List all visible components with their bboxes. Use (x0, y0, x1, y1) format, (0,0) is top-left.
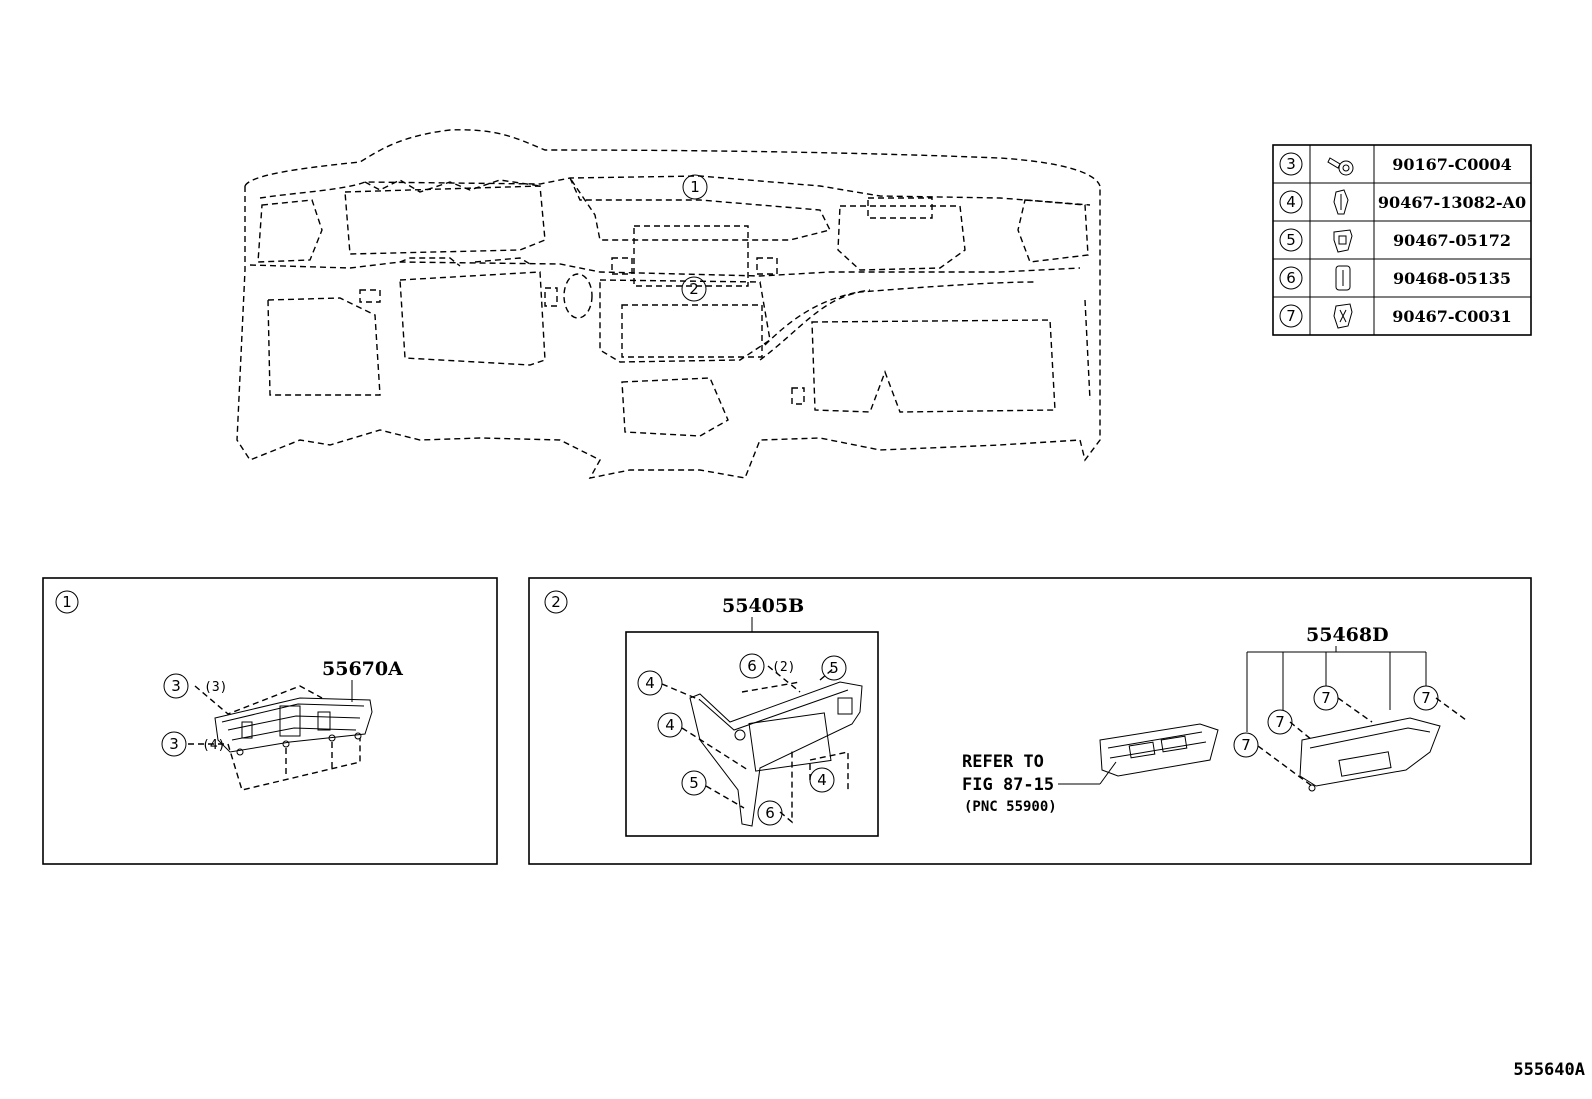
clip-icon (1333, 303, 1353, 329)
overview-callout-1[interactable]: 1 (682, 174, 708, 200)
callout-5[interactable]: 5 (821, 655, 847, 681)
svg-text:1: 1 (690, 178, 700, 196)
svg-text:7: 7 (1321, 689, 1331, 707)
svg-text:(PNC 55900): (PNC 55900) (964, 799, 1057, 815)
svg-text:90467-13082-A0: 90467-13082-A0 (1378, 193, 1526, 212)
trim-bezel[interactable] (1299, 717, 1441, 792)
svg-text:4: 4 (1286, 193, 1296, 211)
svg-text:5: 5 (689, 774, 699, 792)
svg-text:3: 3 (1286, 155, 1296, 173)
table-row[interactable]: 3 90167-C0004 (1279, 152, 1512, 176)
part-label-55405B[interactable]: 55405B (722, 595, 804, 617)
callout-4[interactable]: 4 (657, 712, 683, 738)
svg-text:4: 4 (645, 674, 655, 692)
fastener-table: 3 90167-C0004 4 90467-13082-A0 5 (1272, 144, 1532, 336)
climate-control-unit[interactable] (1099, 723, 1219, 777)
callout-3-qty-3[interactable]: 3 (3) (163, 673, 227, 699)
svg-text:FIG 87-15: FIG 87-15 (962, 775, 1054, 795)
svg-text:7: 7 (1286, 307, 1296, 325)
overview-callout-2[interactable]: 2 (681, 276, 707, 302)
table-row[interactable]: 5 90467-05172 (1279, 228, 1511, 253)
center-vent-assembly[interactable] (214, 697, 373, 756)
detail-key-2: 2 (544, 590, 568, 614)
svg-text:3: 3 (169, 735, 179, 753)
svg-text:(3): (3) (204, 680, 227, 695)
svg-text:90167-C0004: 90167-C0004 (1392, 155, 1512, 174)
svg-text:2: 2 (551, 593, 561, 611)
callout-7[interactable]: 7 (1267, 709, 1293, 735)
callout-3-qty-4[interactable]: 3 (4) (161, 731, 225, 757)
clip-icon (1335, 265, 1351, 291)
table-row[interactable]: 7 90467-C0031 (1279, 303, 1512, 329)
table-row[interactable]: 4 90467-13082-A0 (1279, 189, 1526, 215)
refer-note[interactable]: REFER TO FIG 87-15 (PNC 55900) (962, 752, 1057, 815)
svg-text:7: 7 (1421, 689, 1431, 707)
center-cluster-panel[interactable] (689, 681, 863, 827)
detail-key-1: 1 (55, 590, 79, 614)
detail-panel-2: 2 55405B 6 (2) 5 (528, 577, 1532, 865)
part-label-55670A[interactable]: 55670A (322, 658, 403, 680)
callout-4[interactable]: 4 (809, 767, 835, 793)
callout-7[interactable]: 7 (1413, 685, 1439, 711)
svg-text:1: 1 (62, 593, 72, 611)
svg-text:(4): (4) (202, 738, 225, 753)
svg-text:3: 3 (171, 677, 181, 695)
svg-text:4: 4 (817, 771, 827, 789)
callout-7[interactable]: 7 (1313, 685, 1339, 711)
callout-7[interactable]: 7 (1233, 732, 1259, 758)
svg-text:7: 7 (1241, 736, 1251, 754)
figure-code: 555640A (1513, 1060, 1585, 1080)
svg-text:2: 2 (689, 280, 699, 298)
svg-text:(2): (2) (772, 660, 795, 675)
callout-5[interactable]: 5 (681, 770, 707, 796)
svg-text:6: 6 (765, 804, 775, 822)
svg-text:90467-05172: 90467-05172 (1393, 231, 1511, 250)
svg-text:REFER TO: REFER TO (962, 752, 1044, 772)
table-row[interactable]: 6 90468-05135 (1279, 265, 1511, 291)
svg-text:6: 6 (747, 657, 757, 675)
instrument-panel-overview: 1 2 (236, 129, 1101, 479)
svg-text:6: 6 (1286, 269, 1296, 287)
clip-icon (1333, 229, 1353, 253)
callout-6-qty-2[interactable]: 6 (2) (739, 653, 795, 679)
svg-text:4: 4 (665, 716, 675, 734)
clip-icon (1333, 189, 1349, 215)
svg-text:90468-05135: 90468-05135 (1393, 269, 1511, 288)
callout-4[interactable]: 4 (637, 670, 663, 696)
svg-text:90467-C0031: 90467-C0031 (1392, 307, 1512, 326)
callout-6[interactable]: 6 (757, 800, 783, 826)
bolt-icon (1327, 157, 1354, 176)
detail-panel-1: 1 55670A 3 (3) (42, 577, 498, 865)
svg-text:7: 7 (1275, 713, 1285, 731)
svg-text:5: 5 (1286, 231, 1296, 249)
svg-text:5: 5 (829, 659, 839, 677)
part-label-55468D[interactable]: 55468D (1306, 624, 1389, 646)
